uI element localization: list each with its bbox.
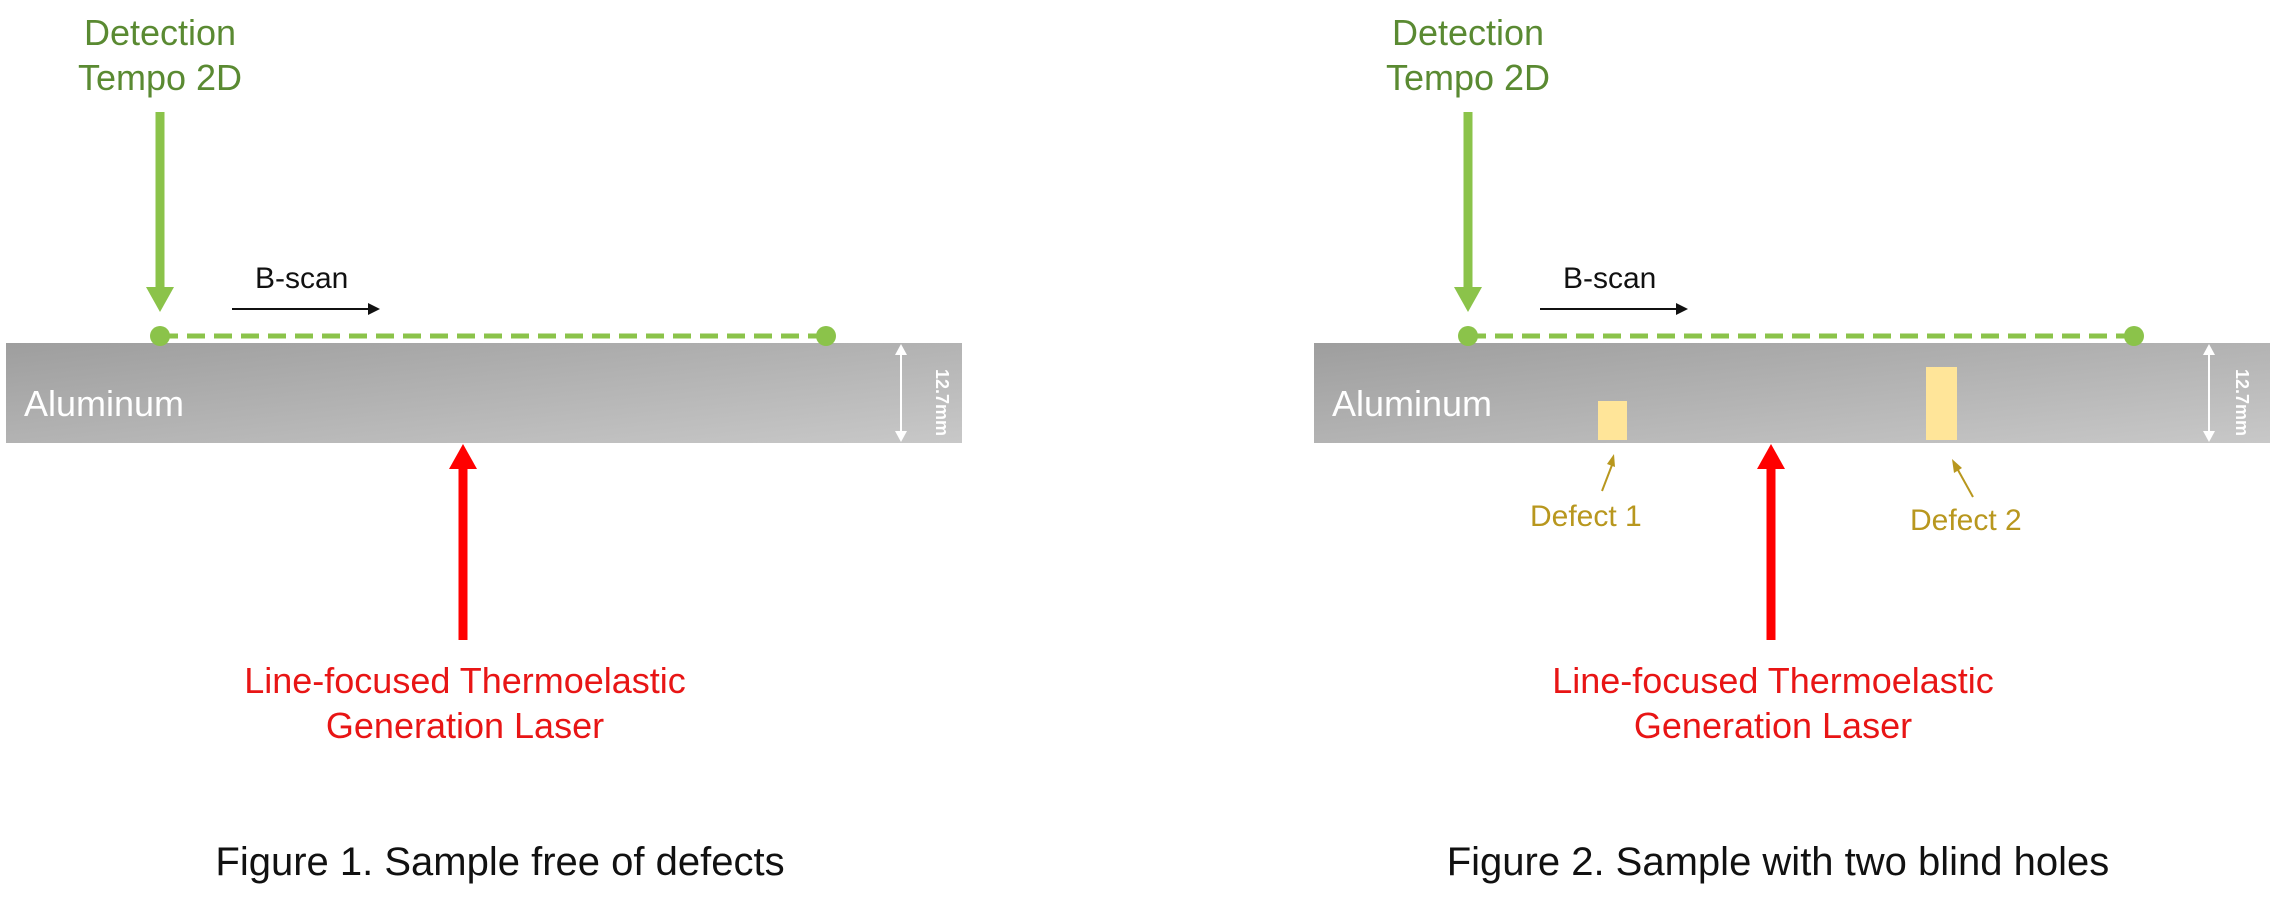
aluminum-plate — [6, 343, 962, 443]
defect-2-pointer-head — [1952, 459, 1962, 473]
thickness-label: 12.7mm — [2232, 368, 2253, 437]
defect-2-hole — [1926, 367, 1957, 440]
bscan-arrowhead — [1676, 303, 1688, 315]
thickness-arrowhead-bottom — [895, 431, 907, 442]
detection-label-line1: Detection — [1391, 12, 1545, 53]
bscan-arrowhead — [368, 303, 380, 315]
defect-1-label: Defect 1 — [1530, 500, 1642, 533]
laser-label-line2: Generation Laser — [325, 705, 605, 746]
thickness-arrowhead-top — [895, 344, 907, 355]
laser-label: Line-focused Thermoelastic Generation La… — [1473, 658, 2073, 748]
figure-caption: Figure 2. Sample with two blind holes — [1446, 840, 2110, 884]
laser-label-line2: Generation Laser — [1633, 705, 1913, 746]
laser-arrowhead — [1757, 444, 1785, 469]
laser-label: Line-focused Thermoelastic Generation La… — [165, 658, 765, 748]
detection-label: Detection Tempo 2D — [1338, 10, 1598, 100]
bscan-label: B-scan — [1563, 262, 1657, 295]
scan-end-point — [2124, 326, 2144, 346]
detection-arrowhead — [1454, 287, 1482, 312]
defect-2-pointer — [1957, 469, 1974, 498]
defect-1-pointer-head — [1607, 454, 1615, 467]
figure-1: Detection Tempo 2D B-scan Aluminum 12.7m… — [6, 10, 962, 884]
laser-arrowhead — [449, 444, 477, 469]
laser-label-line1: Line-focused Thermoelastic — [1552, 660, 1994, 701]
scan-end-point — [816, 326, 836, 346]
figure-caption: Figure 1. Sample free of defects — [215, 840, 785, 884]
figure-2-diagram — [1314, 112, 2270, 640]
bscan-label: B-scan — [255, 262, 349, 295]
defect-1-pointer — [1601, 464, 1613, 492]
defect-1-hole — [1598, 401, 1627, 440]
detection-label: Detection Tempo 2D — [30, 10, 290, 100]
figure-2: Detection Tempo 2D B-scan Aluminum 12.7m… — [1308, 0, 2270, 917]
figure-1-diagram — [6, 112, 962, 640]
laser-label-line1: Line-focused Thermoelastic — [244, 660, 686, 701]
scan-start-point — [150, 326, 170, 346]
detection-label-line2: Tempo 2D — [1385, 57, 1551, 98]
detection-label-line2: Tempo 2D — [77, 57, 243, 98]
detection-label-line1: Detection — [83, 12, 237, 53]
thickness-arrowhead-top — [2203, 344, 2215, 355]
thickness-label: 12.7mm — [932, 368, 953, 437]
detection-arrowhead — [146, 287, 174, 312]
scan-start-point — [1458, 326, 1478, 346]
aluminum-label: Aluminum — [24, 383, 185, 424]
defect-2-label: Defect 2 — [1910, 504, 2022, 537]
aluminum-plate — [1314, 343, 2270, 443]
thickness-arrowhead-bottom — [2203, 431, 2215, 442]
aluminum-label: Aluminum — [1332, 383, 1493, 424]
